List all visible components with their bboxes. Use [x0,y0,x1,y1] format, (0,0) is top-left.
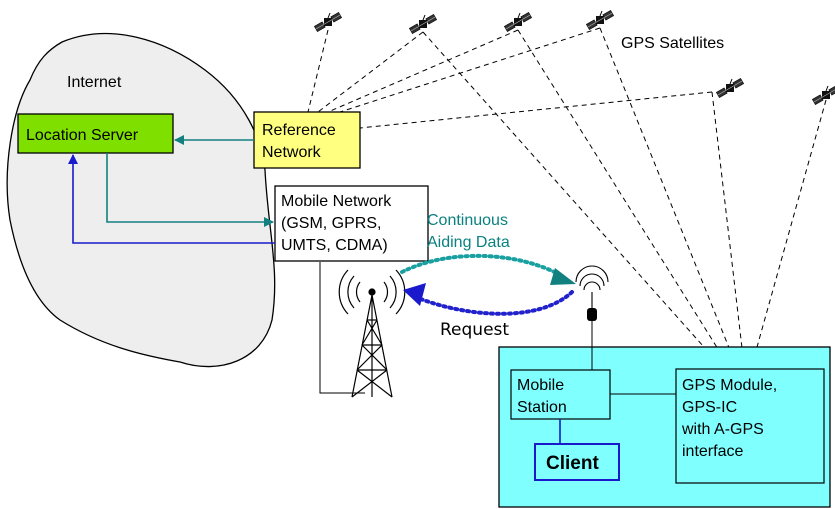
gps-module-box [675,368,825,484]
antenna-icon [575,265,609,308]
server-to-mobile-network-arrow [106,153,274,227]
request-label: Request [440,320,509,340]
request-arrowhead [403,283,426,306]
client-label: Client [546,453,599,474]
satellite-icon [585,9,615,31]
satellite-icon [313,11,343,33]
satellite-icon [408,13,438,35]
gps-module-label-2: GPS-IC [682,399,737,416]
radio-tower-icon [338,269,406,398]
mobile-station-box [510,369,611,420]
mobile-station-label-2: Station [517,399,567,416]
aiding-data-dotted-arrow [400,253,564,278]
mobile-station-label-1: Mobile [517,377,564,394]
internet-cloud [6,32,276,368]
mobile-network-label-1: Mobile Network [281,193,392,210]
satellite-icon [715,77,745,99]
gps-module-label-3: with A-GPS [681,421,764,438]
gps-satellites-label: GPS Satellites [621,35,724,52]
internet-label: Internet [67,74,122,91]
gps-module-label-1: GPS Module, [682,377,777,394]
location-server-box [17,113,174,154]
mobile-network-label-3: UMTS, CDMA) [281,237,388,254]
mobile-network-to-server-arrow [68,154,275,244]
client-box [534,443,620,481]
continuous-label: Continuous [427,212,508,229]
mobile-network-box [274,185,429,262]
satellite-icon [503,11,533,33]
gps-module-label-4: interface [682,443,743,460]
antenna-base [587,308,597,321]
satellite-signal-lines [307,27,827,366]
mobile-network-label-2: (GSM, GPRS, [281,215,381,232]
network-to-tower-line [319,262,365,394]
aiding-arrowhead [550,268,576,285]
reference-network-label-2: Network [262,144,322,161]
request-dotted-arrow [416,290,574,316]
aiding-data-label: Aiding Data [427,234,510,251]
satellite-icon [811,84,835,106]
reference-network-label-1: Reference [262,122,336,139]
location-server-label: Location Server [26,127,139,144]
